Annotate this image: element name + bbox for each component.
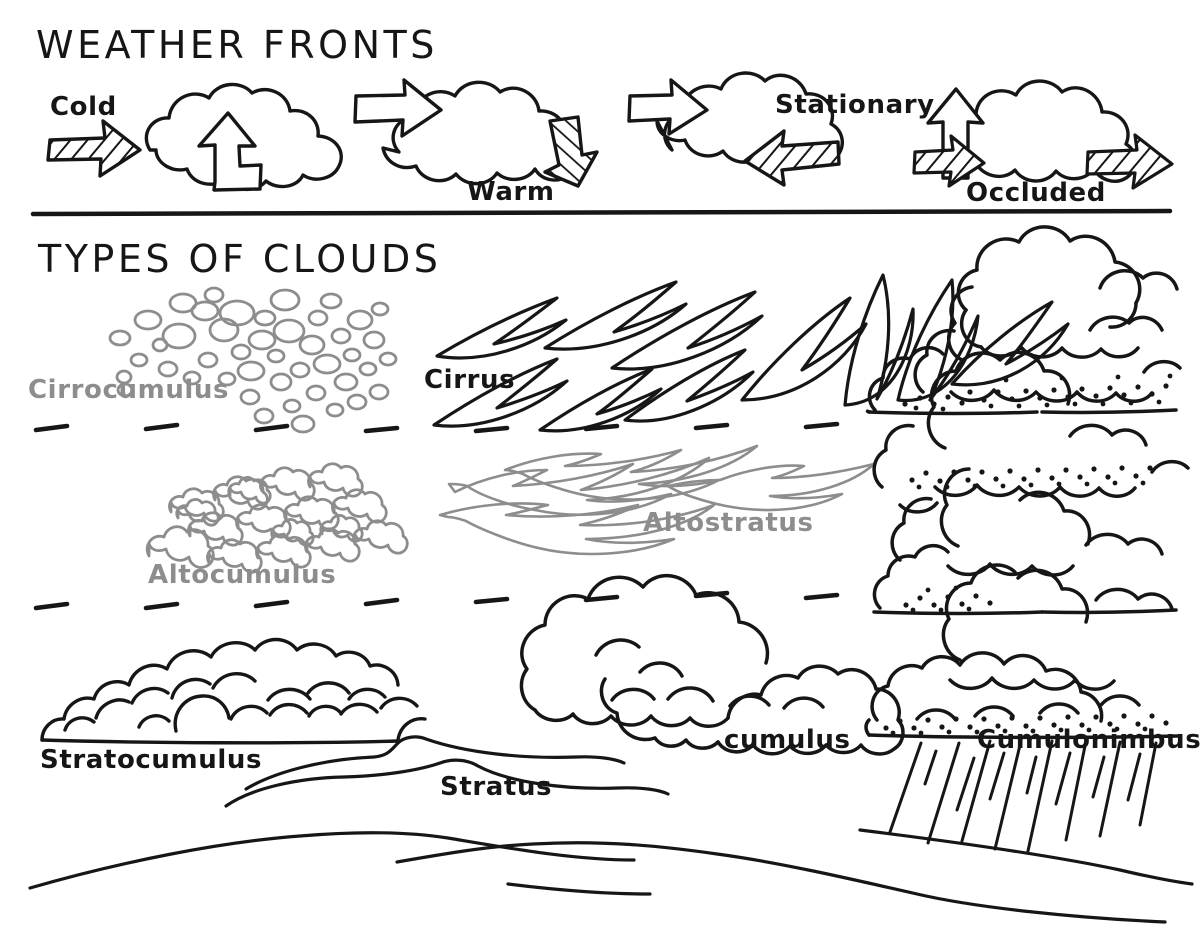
- occluded-front-hatched-right-arrow-left: [912, 134, 986, 188]
- cirrus-label: Cirrus: [424, 365, 515, 395]
- cloud-cumulus: cumulus: [519, 573, 905, 756]
- warm-front-outline-right-arrow: [353, 78, 443, 138]
- cumulus-label: cumulus: [724, 725, 851, 755]
- stationary-front-outline-right-arrow: [627, 78, 709, 136]
- stationary-front-label: Stationary: [775, 90, 935, 120]
- cold-front-outline-up-arrow: [197, 111, 263, 192]
- stratus-label: Stratus: [440, 772, 552, 802]
- warm-front-hatched-down-arrow: [543, 115, 599, 188]
- front-item-cold: Cold: [46, 82, 343, 192]
- front-item-warm: Warm: [353, 78, 599, 207]
- cloud-stratus: Stratus: [224, 735, 670, 808]
- rain-streaks: [888, 739, 1158, 853]
- front-item-stationary: Stationary: [627, 71, 935, 187]
- cloud-cirrus: Cirrus: [424, 273, 1070, 433]
- cloud-stratocumulus: Stratocumulus: [40, 637, 427, 775]
- ground-horizon: [28, 828, 1194, 924]
- section-divider: [30, 208, 1173, 217]
- altostratus-label: Altostratus: [643, 508, 814, 538]
- cloud-cirrocumulus: Cirrocumulus: [28, 286, 398, 434]
- cloud-cumulonimbus: Cumulonimbus: [864, 225, 1200, 853]
- stationary-front-hatched-left-arrow: [743, 129, 841, 187]
- cirrocumulus-label: Cirrocumulus: [28, 375, 229, 405]
- occluded-front-hatched-right-arrow-right: [1085, 133, 1174, 190]
- weather-fronts-heading: WEATHER FRONTS: [36, 23, 438, 67]
- altitude-divider-high: [33, 421, 840, 434]
- front-item-occluded: Occluded: [912, 79, 1174, 208]
- altocumulus-label: Altocumulus: [148, 560, 336, 590]
- types-of-clouds-heading: TYPES OF CLOUDS: [37, 237, 441, 281]
- cloud-altocumulus: Altocumulus: [145, 462, 409, 590]
- altitude-divider-mid: [33, 590, 840, 611]
- cumulonimbus-stipple-shading: [883, 373, 1173, 736]
- stratocumulus-label: Stratocumulus: [40, 745, 262, 775]
- cold-front-hatched-right-arrow: [46, 119, 142, 178]
- cumulonimbus-label: Cumulonimbus: [977, 725, 1200, 755]
- occluded-front-label: Occluded: [966, 178, 1106, 208]
- cloud-altostratus: Altostratus: [438, 444, 876, 556]
- stationary-front-cloud: [655, 71, 844, 166]
- cold-front-label: Cold: [50, 92, 117, 122]
- warm-front-label: Warm: [467, 177, 555, 207]
